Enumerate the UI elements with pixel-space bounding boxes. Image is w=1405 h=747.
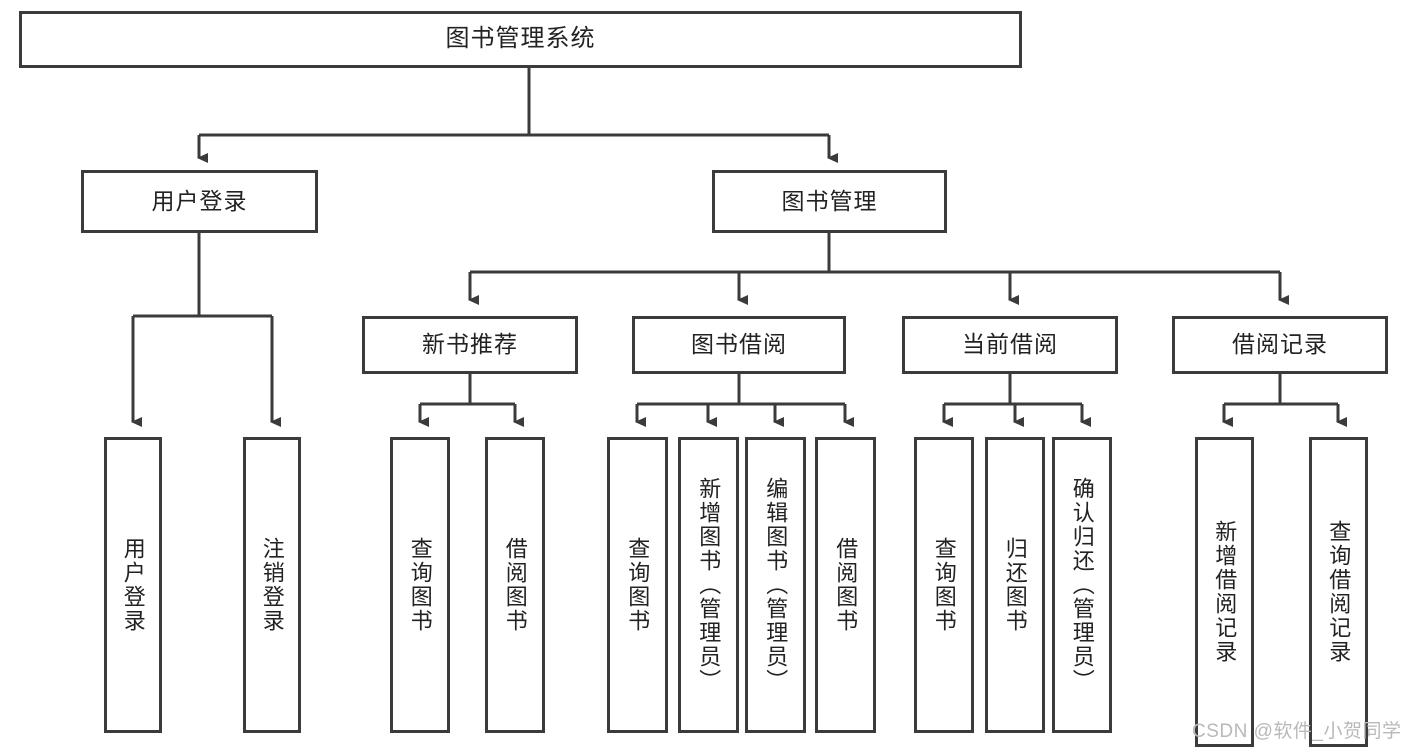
node-new-book-recommend[interactable]: 新书推荐: [362, 316, 578, 374]
leaf-borrow-record-add[interactable]: 新增借阅记录: [1195, 437, 1254, 747]
leaf-current-borrow-query[interactable]: 查询图书: [914, 437, 974, 733]
leaf-book-borrow-borrow-label: 借阅图书: [833, 537, 859, 633]
node-borrow-record[interactable]: 借阅记录: [1172, 316, 1388, 374]
node-user-login-label: 用户登录: [151, 187, 248, 214]
node-book-management[interactable]: 图书管理: [712, 170, 947, 233]
leaf-borrow-record-query-label: 查询借阅记录: [1326, 520, 1352, 664]
leaf-book-borrow-query[interactable]: 查询图书: [607, 437, 668, 733]
node-book-borrow[interactable]: 图书借阅: [632, 316, 846, 374]
leaf-current-borrow-return-label: 归还图书: [1002, 537, 1028, 633]
leaf-book-borrow-edit[interactable]: 编辑图书（管理员）: [745, 437, 806, 733]
node-new-book-recommend-label: 新书推荐: [422, 331, 518, 358]
leaf-user-login-signout[interactable]: 注销登录: [243, 437, 301, 733]
node-current-borrow-label: 当前借阅: [962, 331, 1058, 358]
node-root[interactable]: 图书管理系统: [19, 11, 1022, 68]
leaf-new-book-query-label: 查询图书: [407, 537, 433, 633]
node-borrow-record-label: 借阅记录: [1232, 331, 1328, 358]
leaf-user-login-signout-label: 注销登录: [259, 537, 285, 633]
leaf-user-login-signin[interactable]: 用户登录: [104, 437, 162, 733]
leaf-borrow-record-query[interactable]: 查询借阅记录: [1309, 437, 1368, 747]
leaf-new-book-query[interactable]: 查询图书: [390, 437, 450, 733]
node-user-login[interactable]: 用户登录: [81, 170, 318, 233]
leaf-borrow-record-add-label: 新增借阅记录: [1212, 520, 1238, 664]
node-book-borrow-label: 图书借阅: [691, 331, 787, 358]
leaf-book-borrow-edit-label: 编辑图书（管理员）: [763, 477, 789, 693]
leaf-new-book-borrow[interactable]: 借阅图书: [485, 437, 545, 733]
leaf-current-borrow-query-label: 查询图书: [931, 537, 957, 633]
leaf-current-borrow-return[interactable]: 归还图书: [985, 437, 1045, 733]
leaf-new-book-borrow-label: 借阅图书: [502, 537, 528, 633]
node-book-management-label: 图书管理: [781, 187, 878, 214]
leaf-book-borrow-add[interactable]: 新增图书（管理员）: [678, 437, 739, 733]
leaf-user-login-signin-label: 用户登录: [120, 537, 146, 633]
leaf-current-borrow-confirm[interactable]: 确认归还（管理员）: [1052, 437, 1112, 733]
leaf-book-borrow-query-label: 查询图书: [625, 537, 651, 633]
node-root-label: 图书管理系统: [445, 25, 596, 53]
leaf-book-borrow-borrow[interactable]: 借阅图书: [815, 437, 876, 733]
leaf-current-borrow-confirm-label: 确认归还（管理员）: [1069, 477, 1095, 693]
node-current-borrow[interactable]: 当前借阅: [902, 316, 1118, 374]
leaf-book-borrow-add-label: 新增图书（管理员）: [696, 477, 722, 693]
